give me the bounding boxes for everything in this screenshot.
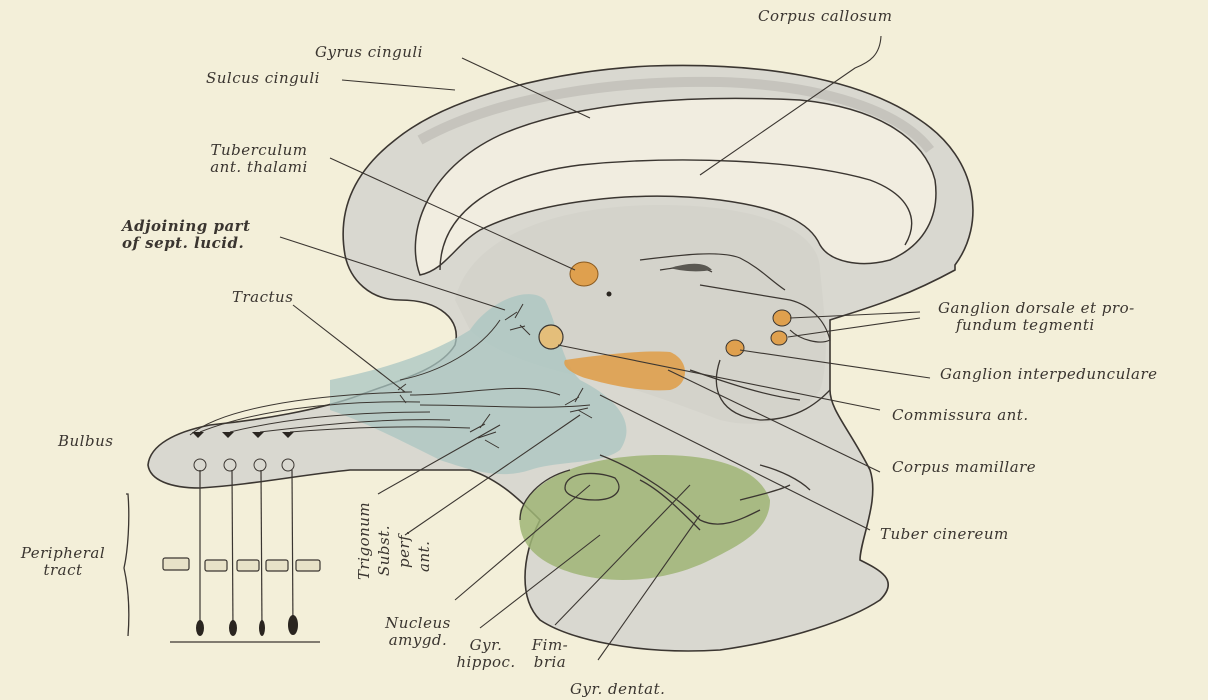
label-gyrus-cinguli: Gyrus cinguli: [315, 44, 423, 61]
label-subst-1: Subst.: [376, 525, 393, 576]
peripheral-brace: [124, 494, 129, 636]
label-gyr-dentat: Gyr. dentat.: [570, 681, 665, 698]
label-bulbus: Bulbus: [58, 433, 113, 450]
label-adjoining-line2: of sept. lucid.: [122, 235, 251, 252]
label-ganglion-dorsale: Ganglion dorsale et pro- fundum tegmenti: [938, 300, 1135, 334]
label-peripheral-line2: tract: [8, 562, 118, 579]
label-adjoining-line1: Adjoining part: [122, 218, 251, 235]
tract-boxes: [163, 558, 320, 571]
dot-marker: [607, 292, 612, 297]
receptor-cells: [196, 615, 298, 636]
label-gyr-hippoc-line2: hippoc.: [450, 654, 522, 671]
label-subst-2: perf.: [396, 530, 413, 568]
label-corpus-mamillare: Corpus mamillare: [892, 459, 1036, 476]
tuberculum-ganglion: [570, 262, 598, 286]
label-nucleus-line1: Nucleus: [360, 615, 476, 632]
label-peripheral-tract: Peripheral tract: [8, 545, 118, 579]
label-adjoining: Adjoining part of sept. lucid.: [122, 218, 251, 252]
interpeduncular-ganglion: [726, 340, 744, 356]
label-sulcus-cinguli: Sulcus cinguli: [206, 70, 320, 87]
label-ganglion-interpeduncular: Ganglion interpedunculare: [940, 366, 1158, 383]
label-fimbria-line2: bria: [522, 654, 578, 671]
label-tuberculum-line2: ant. thalami: [196, 159, 322, 176]
label-tuberculum: Tuberculum ant. thalami: [196, 142, 322, 176]
label-ganglion-dorsale-line1: Ganglion dorsale et pro-: [938, 300, 1135, 317]
label-tuber-cinereum: Tuber cinereum: [880, 526, 1009, 543]
peripheral-fibers: [170, 470, 320, 642]
label-corpus-callosum: Corpus callosum: [758, 8, 892, 25]
label-subst-3: ant.: [416, 541, 433, 572]
dorsale-ganglion-2: [771, 331, 787, 345]
label-gyr-hippoc: Gyr. hippoc.: [450, 637, 522, 671]
label-gyr-hippoc-line1: Gyr.: [450, 637, 522, 654]
label-commissura-ant: Commissura ant.: [892, 407, 1029, 424]
label-tractus: Tractus: [232, 289, 293, 306]
label-fimbria: Fim- bria: [522, 637, 578, 671]
dorsale-ganglion-1: [773, 310, 791, 326]
label-fimbria-line1: Fim-: [522, 637, 578, 654]
label-ganglion-dorsale-line2: fundum tegmenti: [938, 317, 1135, 334]
label-tuberculum-line1: Tuberculum: [196, 142, 322, 159]
label-peripheral-line1: Peripheral: [8, 545, 118, 562]
label-trigonum: Trigonum: [356, 502, 373, 580]
